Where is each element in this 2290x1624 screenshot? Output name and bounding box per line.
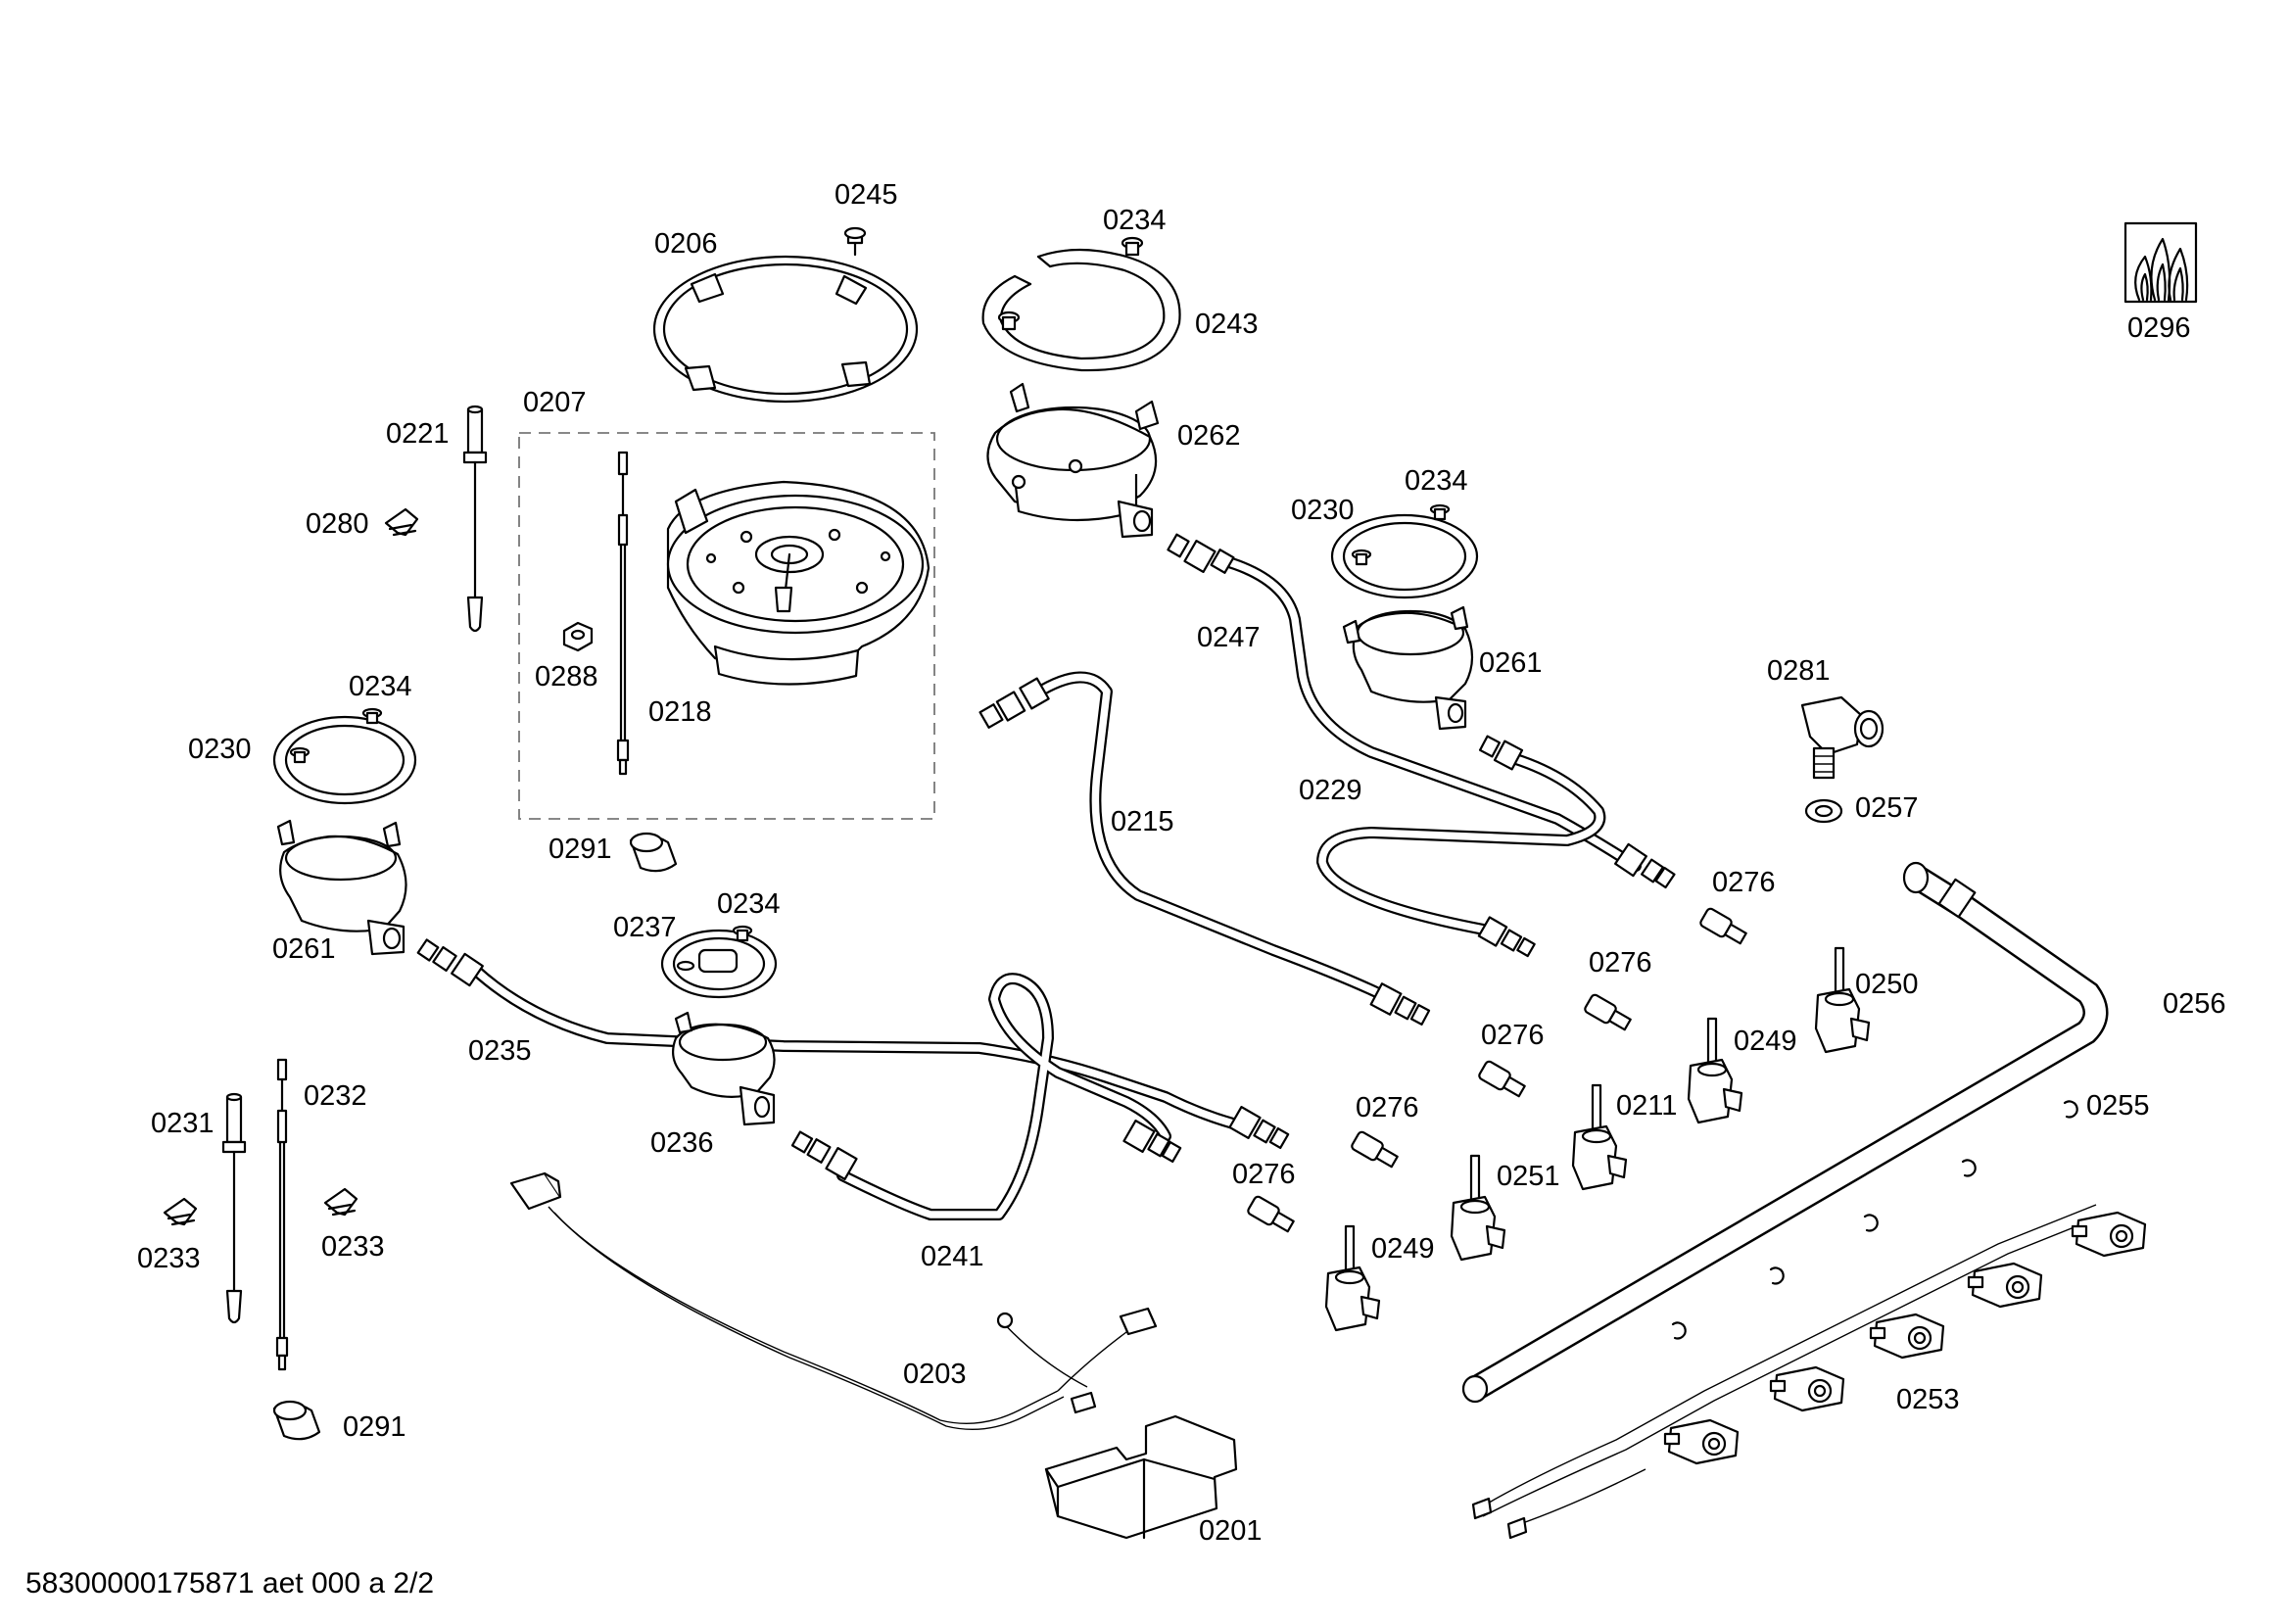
ring-0230-left (272, 707, 417, 805)
label-0234: 0234 (1405, 465, 1468, 497)
thermocouple-0218 (616, 451, 630, 776)
label-0250: 0250 (1855, 969, 1919, 1000)
screw-0234-top (997, 236, 1144, 331)
nut-0288 (562, 621, 594, 652)
electrode-0231 (221, 1092, 247, 1324)
clip-0233-left (163, 1197, 198, 1226)
label-0257: 0257 (1855, 792, 1919, 824)
label-0249: 0249 (1371, 1233, 1435, 1265)
gas-tap-0249-left (1324, 1224, 1381, 1332)
label-0262: 0262 (1177, 420, 1241, 452)
pipe-0235 (469, 964, 1250, 1132)
label-0261: 0261 (1479, 647, 1543, 679)
label-0211: 0211 (1616, 1090, 1677, 1122)
elbow-fitting-0281 (1800, 695, 1884, 780)
label-0276: 0276 (1712, 867, 1776, 898)
gas-tap-0211 (1571, 1083, 1628, 1191)
label-0229: 0229 (1299, 775, 1362, 806)
gas-tap-0251 (1450, 1154, 1506, 1262)
ring-0237 (660, 925, 778, 999)
clip-0233-right (323, 1187, 358, 1217)
label-0256: 0256 (2163, 988, 2226, 1020)
burner-cup-0261-left (276, 819, 407, 956)
label-0230: 0230 (1291, 495, 1355, 526)
mounting-ring-0206 (652, 255, 919, 404)
burner-cup-0262 (986, 382, 1160, 539)
document-footer: 58300000175871 aet 000 a 2/2 (25, 1567, 434, 1600)
wiring-harness-0203 (509, 1171, 1158, 1430)
label-0276: 0276 (1481, 1020, 1545, 1051)
label-0203: 0203 (903, 1359, 967, 1390)
spark-module-0201 (1044, 1414, 1238, 1540)
label-0234: 0234 (349, 671, 412, 702)
label-0230: 0230 (188, 734, 252, 765)
clip-0280 (384, 507, 419, 537)
label-0249: 0249 (1734, 1026, 1797, 1057)
label-0296: 0296 (2127, 312, 2191, 344)
injector-0276-group (1247, 907, 1747, 1233)
circlips-0255 (1671, 1100, 2078, 1340)
gas-tap-0249-right (1687, 1017, 1743, 1124)
pipe-fittings (416, 533, 1676, 1180)
label-0237: 0237 (613, 912, 677, 943)
label-0221: 0221 (386, 418, 450, 450)
ring-0230-right (1330, 503, 1479, 599)
burner-housing-0207 (666, 480, 930, 686)
label-0291: 0291 (343, 1411, 406, 1443)
label-0233: 0233 (137, 1243, 201, 1274)
label-0255: 0255 (2086, 1090, 2150, 1122)
label-0280: 0280 (306, 508, 369, 540)
label-0201: 0201 (1199, 1515, 1263, 1547)
label-0253: 0253 (1896, 1384, 1960, 1415)
gas-tap-0250 (1814, 946, 1871, 1054)
label-0291: 0291 (549, 834, 612, 865)
label-0234: 0234 (1103, 205, 1167, 236)
label-0281: 0281 (1767, 655, 1831, 687)
label-0235: 0235 (468, 1035, 532, 1067)
electrode-0221 (462, 405, 488, 633)
assembly-box-0207 (518, 432, 935, 820)
label-0251: 0251 (1497, 1161, 1560, 1192)
pipe-0215 (1030, 671, 1397, 1005)
label-0276: 0276 (1232, 1159, 1296, 1190)
label-0288: 0288 (535, 661, 598, 693)
label-0231: 0231 (151, 1108, 215, 1139)
label-0233: 0233 (321, 1231, 385, 1263)
pipe-0241 (836, 973, 1171, 1220)
label-0247: 0247 (1197, 622, 1261, 653)
burner-0236 (671, 1011, 776, 1126)
thermocouple-0232 (275, 1058, 289, 1371)
label-0207: 0207 (523, 387, 587, 418)
cap-0291-bottom (272, 1400, 321, 1441)
label-0261: 0261 (272, 933, 336, 965)
burner-cup-0261-right (1342, 605, 1474, 731)
label-0236: 0236 (650, 1127, 714, 1159)
label-0276: 0276 (1589, 947, 1652, 979)
label-0243: 0243 (1195, 309, 1259, 340)
label-0232: 0232 (304, 1080, 367, 1112)
cap-0291-middle (629, 832, 678, 873)
part-labels: 0245 0206 0234 0243 0296 0207 0221 0262 … (137, 179, 2226, 1547)
ring-0243 (981, 248, 1181, 372)
label-0276: 0276 (1356, 1092, 1419, 1123)
supply-bar-0256 (1461, 861, 2109, 1404)
pipe-0247 (1217, 554, 1642, 872)
washer-0257 (1804, 798, 1843, 824)
label-0215: 0215 (1111, 806, 1174, 837)
ignition-switches-0253 (1471, 1204, 2147, 1540)
label-0206: 0206 (654, 228, 718, 260)
screw-0245 (843, 226, 867, 257)
label-0234: 0234 (717, 888, 781, 920)
gas-flame-icon (2123, 221, 2198, 304)
label-0218: 0218 (648, 696, 712, 728)
pipe-0229 (1316, 750, 1606, 936)
label-0241: 0241 (921, 1241, 984, 1272)
label-0245: 0245 (835, 179, 898, 211)
